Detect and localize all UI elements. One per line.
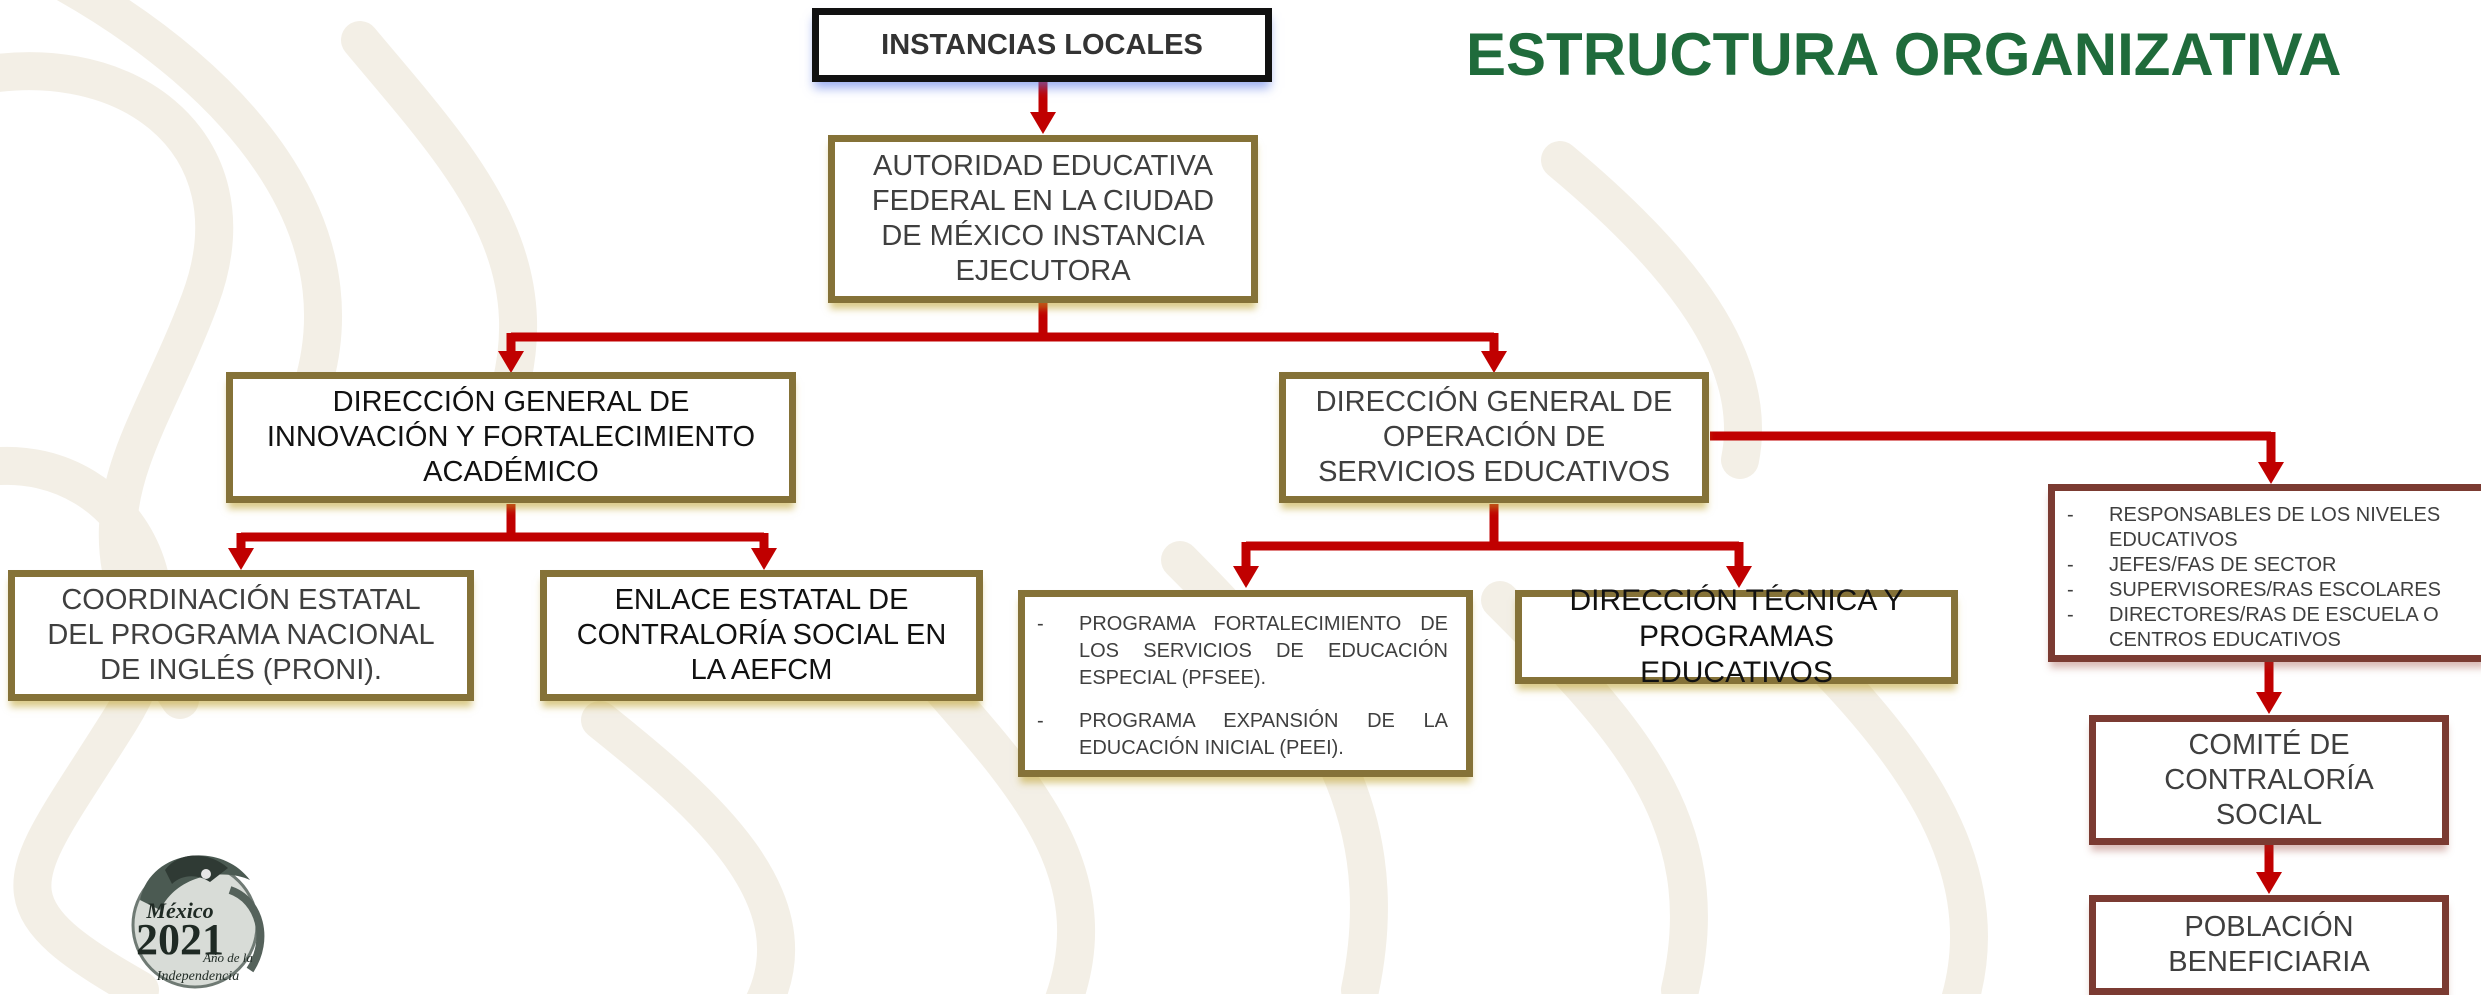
- logo-text-independencia: Independencia: [156, 969, 239, 984]
- list-item: -SUPERVISORES/RAS ESCOLARES: [2067, 579, 2441, 601]
- node-enlace-estatal: ENLACE ESTATAL DE CONTRALORÍA SOCIAL EN …: [540, 570, 983, 701]
- node-label: COMITÉ DE CONTRALORÍA SOCIAL: [2164, 728, 2374, 831]
- node-label: POBLACIÓN BENEFICIARIA: [2168, 911, 2370, 978]
- list-item-text: PROGRAMA EXPANSIÓN DE LA EDUCACIÓN INICI…: [1079, 710, 1448, 759]
- list-item-text: PROGRAMA FORTALECIMIENTO DE LOS SERVICIO…: [1079, 613, 1448, 689]
- node-programas-list: -PROGRAMA FORTALECIMIENTO DE LOS SERVICI…: [1018, 590, 1473, 777]
- node-autoridad-educativa: AUTORIDAD EDUCATIVA FEDERAL EN LA CIUDAD…: [828, 135, 1258, 303]
- list-item: -PROGRAMA EXPANSIÓN DE LA EDUCACIÓN INIC…: [1037, 710, 1448, 759]
- list-item: -RESPONSABLES DE LOS NIVELES EDUCATIVOS: [2067, 504, 2441, 551]
- node-label: DIRECCIÓN GENERAL DE INNOVACIÓN Y FORTAL…: [266, 386, 756, 488]
- node-dgose: DIRECCIÓN GENERAL DE OPERACIÓN DE SERVIC…: [1279, 372, 1709, 503]
- node-label: COORDINACIÓN ESTATAL DEL PROGRAMA NACION…: [47, 584, 435, 686]
- node-poblacion-beneficiaria: POBLACIÓN BENEFICIARIA: [2089, 895, 2449, 995]
- node-label: AUTORIDAD EDUCATIVA FEDERAL EN LA CIUDAD…: [871, 150, 1215, 287]
- node-label: INSTANCIAS LOCALES: [881, 28, 1203, 61]
- node-label: ENLACE ESTATAL DE CONTRALORÍA SOCIAL EN …: [576, 584, 947, 686]
- node-instancias-locales: INSTANCIAS LOCALES: [812, 8, 1272, 82]
- node-responsables-list: -RESPONSABLES DE LOS NIVELES EDUCATIVOS …: [2048, 484, 2481, 662]
- page-title: ESTRUCTURA ORGANIZATIVA: [1466, 21, 2342, 88]
- list-item-text: DIRECTORES/RAS DE ESCUELA O CENTROS EDUC…: [2109, 604, 2439, 651]
- list-item-text: JEFES/FAS DE SECTOR: [2109, 554, 2337, 576]
- node-direccion-tecnica: DIRECCIÓN TÉCNICA Y PROGRAMAS EDUCATIVOS: [1515, 584, 1958, 689]
- node-dgifa: DIRECCIÓN GENERAL DE INNOVACIÓN Y FORTAL…: [226, 372, 796, 503]
- node-label: DIRECCIÓN GENERAL DE OPERACIÓN DE SERVIC…: [1315, 386, 1673, 488]
- logo-text-mexico: México: [145, 898, 213, 923]
- list-item: -PROGRAMA FORTALECIMIENTO DE LOS SERVICI…: [1037, 613, 1448, 689]
- logo-text-year: 2021: [136, 915, 224, 964]
- node-proni: COORDINACIÓN ESTATAL DEL PROGRAMA NACION…: [8, 570, 474, 701]
- list-item: -DIRECTORES/RAS DE ESCUELA O CENTROS EDU…: [2067, 604, 2439, 651]
- mexico-2021-logo: México 2021 Año de la Independencia: [131, 855, 265, 989]
- node-comite-contraloria: COMITÉ DE CONTRALORÍA SOCIAL: [2089, 715, 2449, 845]
- list-item-text: SUPERVISORES/RAS ESCOLARES: [2109, 579, 2441, 601]
- logo-text-ano: Año de la: [202, 950, 253, 965]
- list-item: -JEFES/FAS DE SECTOR: [2067, 554, 2337, 576]
- node-label: DIRECCIÓN TÉCNICA Y PROGRAMAS EDUCATIVOS: [1569, 584, 1904, 689]
- list-item-text: RESPONSABLES DE LOS NIVELES EDUCATIVOS: [2109, 504, 2441, 551]
